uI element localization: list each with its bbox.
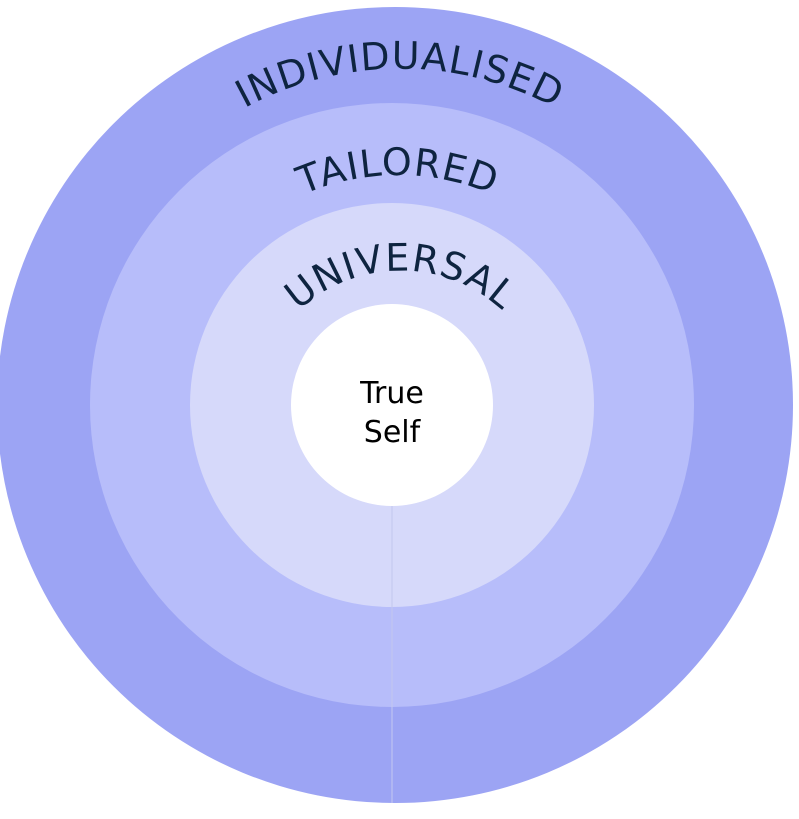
center-label-line2: Self: [364, 415, 422, 450]
center-label-line1: True: [359, 376, 424, 411]
center-circle: [291, 304, 493, 506]
